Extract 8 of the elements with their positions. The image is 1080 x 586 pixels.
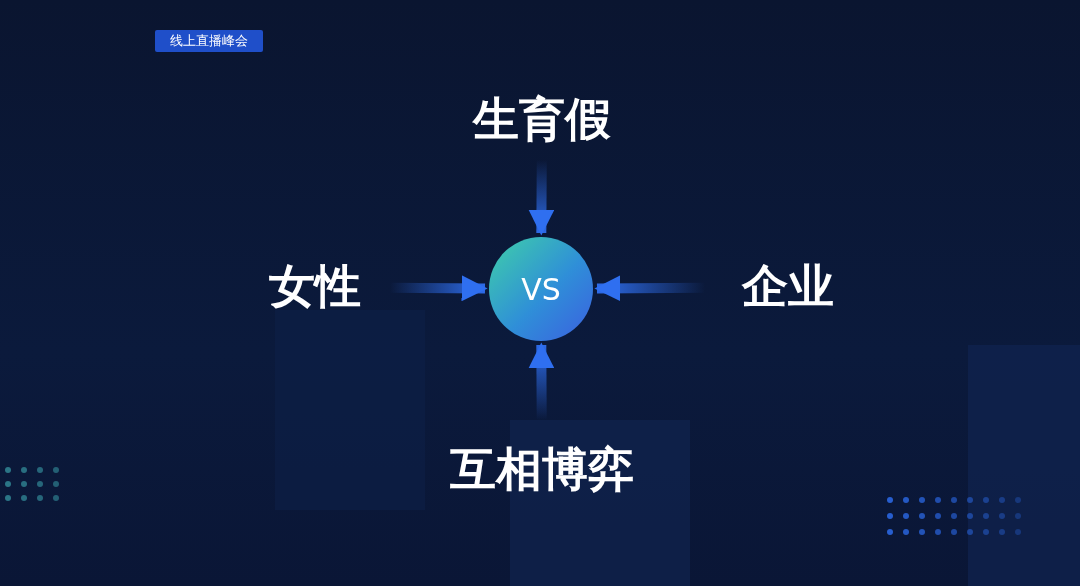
arrow — [528, 342, 555, 420]
event-badge: 线上直播峰会 — [155, 30, 263, 52]
vs-circle: VS — [489, 237, 593, 341]
arrow — [528, 160, 555, 236]
topic-text: 女性 — [240, 255, 390, 319]
topic-text: 生育假 — [450, 80, 634, 160]
topic-text: 企业 — [705, 255, 870, 319]
topic-text: 互相博弈 — [420, 420, 664, 520]
